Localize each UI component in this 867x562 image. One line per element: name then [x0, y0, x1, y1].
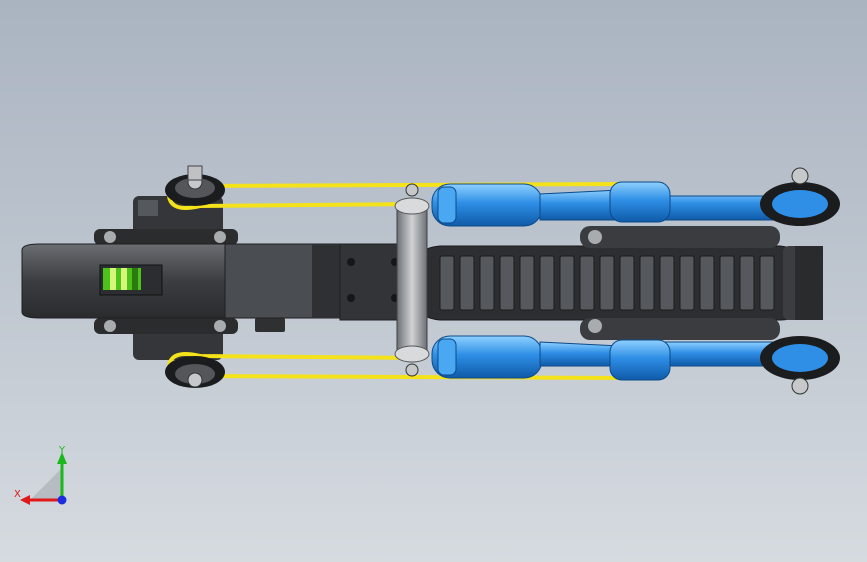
main-body — [21, 243, 421, 321]
axis-y-label: Y — [58, 445, 66, 456]
axis-x-label: X — [14, 489, 21, 500]
rack-tooth — [619, 255, 635, 311]
pulley-rear-top — [165, 165, 225, 206]
rack-tooth — [679, 255, 695, 311]
rack-housing — [417, 245, 823, 321]
rack-tooth — [519, 255, 535, 311]
rack-tooth — [599, 255, 615, 311]
finger-base-bottom — [580, 318, 780, 340]
rack-tooth — [459, 255, 475, 311]
rack-tooth — [699, 255, 715, 311]
body-label-plate — [99, 264, 163, 296]
rack-tooth — [579, 255, 595, 311]
rack-tooth — [439, 255, 455, 311]
rack-tooth — [719, 255, 735, 311]
rack-tooth — [539, 255, 555, 311]
rack-tooth — [659, 255, 675, 311]
rear-bracket-top — [94, 196, 238, 246]
rack-tooth — [759, 255, 775, 311]
rear-bracket-bottom — [94, 310, 285, 360]
rack-tooth — [559, 255, 575, 311]
rack-teeth — [439, 255, 775, 311]
center-post — [394, 183, 430, 377]
rack-tooth — [499, 255, 515, 311]
rack-tooth — [479, 255, 495, 311]
finger-base-top — [580, 226, 780, 248]
rack-tooth — [639, 255, 655, 311]
rack-tooth — [739, 255, 755, 311]
pulley-rear-bottom — [165, 356, 225, 388]
actuator-top — [431, 181, 826, 227]
pulley-front-top — [760, 167, 840, 226]
pulley-front-bottom — [760, 336, 840, 395]
axis-triad: Y X — [14, 445, 67, 505]
